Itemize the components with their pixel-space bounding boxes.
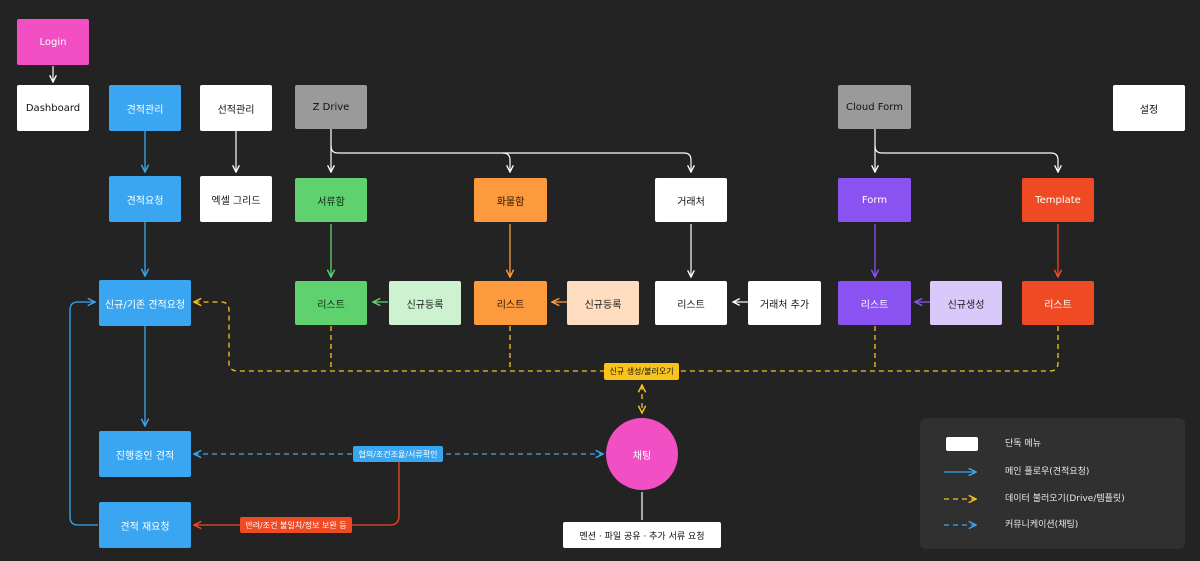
legend-row-data-load: 데이터 불러오기(Drive/템플릿) bbox=[920, 492, 1185, 506]
form-new-create-node[interactable]: 신규생성 bbox=[930, 281, 1002, 325]
form-list-node[interactable]: 리스트 bbox=[838, 281, 911, 325]
template-list-node[interactable]: 리스트 bbox=[1022, 281, 1094, 325]
cloudform-to-template-arrow bbox=[874, 145, 1058, 172]
login-node[interactable]: Login bbox=[17, 19, 89, 65]
legend-solid-blue-arrow-icon bbox=[944, 465, 982, 479]
settings-node[interactable]: 설정 bbox=[1113, 85, 1185, 131]
legend-row-communication: 커뮤니케이션(채팅) bbox=[920, 518, 1185, 532]
cargo-new-register-node[interactable]: 신규등록 bbox=[567, 281, 639, 325]
data-load-connectors bbox=[194, 302, 1059, 413]
client-node[interactable]: 거래처 bbox=[655, 178, 727, 222]
nav-connectors bbox=[53, 66, 1058, 520]
reject-label: 반려/조건 불일치/정보 보완 등 bbox=[240, 517, 352, 533]
quote-rerequest-node[interactable]: 견적 재요청 bbox=[99, 502, 191, 548]
list-connectors bbox=[331, 224, 1058, 302]
dashboard-node[interactable]: Dashboard bbox=[17, 85, 89, 131]
client-list-node[interactable]: 리스트 bbox=[655, 281, 727, 325]
legend-label-data-load: 데이터 불러오기(Drive/템플릿) bbox=[1005, 494, 1125, 504]
vessel-manage-node[interactable]: 선적관리 bbox=[200, 85, 272, 131]
new-existing-quote-node[interactable]: 신규/기존 견적요청 bbox=[99, 280, 191, 326]
cloudform-node[interactable]: Cloud Form bbox=[838, 85, 911, 129]
legend-panel: 단독 메뉴 메인 플로우(견적요청) 데이터 불러오기(Drive/템플릿) 커… bbox=[920, 418, 1185, 549]
legend-label-standalone: 단독 메뉴 bbox=[1005, 439, 1041, 449]
legend-row-standalone: 단독 메뉴 bbox=[920, 437, 1185, 451]
legend-dashed-yellow-arrow-icon bbox=[944, 492, 982, 506]
quote-manage-node[interactable]: 견적관리 bbox=[109, 85, 181, 131]
zdrive-node[interactable]: Z Drive bbox=[295, 85, 367, 129]
chat-features-node: 멘션 · 파일 공유 · 추가 서류 요청 bbox=[563, 522, 721, 548]
reject-connectors bbox=[194, 462, 400, 525]
docs-new-register-node[interactable]: 신규등록 bbox=[389, 281, 461, 325]
quote-request-node[interactable]: 견적요청 bbox=[109, 176, 181, 222]
legend-label-communication: 커뮤니케이션(채팅) bbox=[1005, 520, 1079, 530]
docs-list-node[interactable]: 리스트 bbox=[295, 281, 367, 325]
add-client-node[interactable]: 거래처 추가 bbox=[748, 281, 821, 325]
legend-swatch-white bbox=[946, 437, 978, 451]
zdrive-to-client-arrow bbox=[503, 152, 691, 172]
docs-box-node[interactable]: 서류함 bbox=[295, 178, 367, 222]
cargo-box-node[interactable]: 화물함 bbox=[474, 178, 547, 222]
legend-row-main-flow: 메인 플로우(견적요청) bbox=[920, 465, 1185, 479]
chat-node[interactable]: 채팅 bbox=[606, 418, 678, 490]
main-flow-connectors bbox=[69, 131, 145, 526]
quote-in-progress-node[interactable]: 진행중인 견적 bbox=[99, 431, 191, 477]
legend-dashed-blue-arrow-icon bbox=[944, 518, 982, 532]
legend-label-main-flow: 메인 플로우(견적요청) bbox=[1005, 467, 1090, 477]
cargo-list-node[interactable]: 리스트 bbox=[474, 281, 547, 325]
rerequest-loop-arrow bbox=[69, 302, 98, 526]
form-node[interactable]: Form bbox=[838, 178, 911, 222]
negotiate-label: 협의/조건조율/서류확인 bbox=[353, 446, 443, 462]
template-node[interactable]: Template bbox=[1022, 178, 1094, 222]
reject-arrow bbox=[194, 462, 400, 525]
excel-grid-node[interactable]: 엑셀 그리드 bbox=[200, 176, 272, 222]
zdrive-to-cargo-arrow bbox=[330, 145, 510, 172]
load-bus-arrow bbox=[194, 302, 1059, 372]
create-load-label: 신규 생성/불러오기 bbox=[604, 363, 679, 380]
